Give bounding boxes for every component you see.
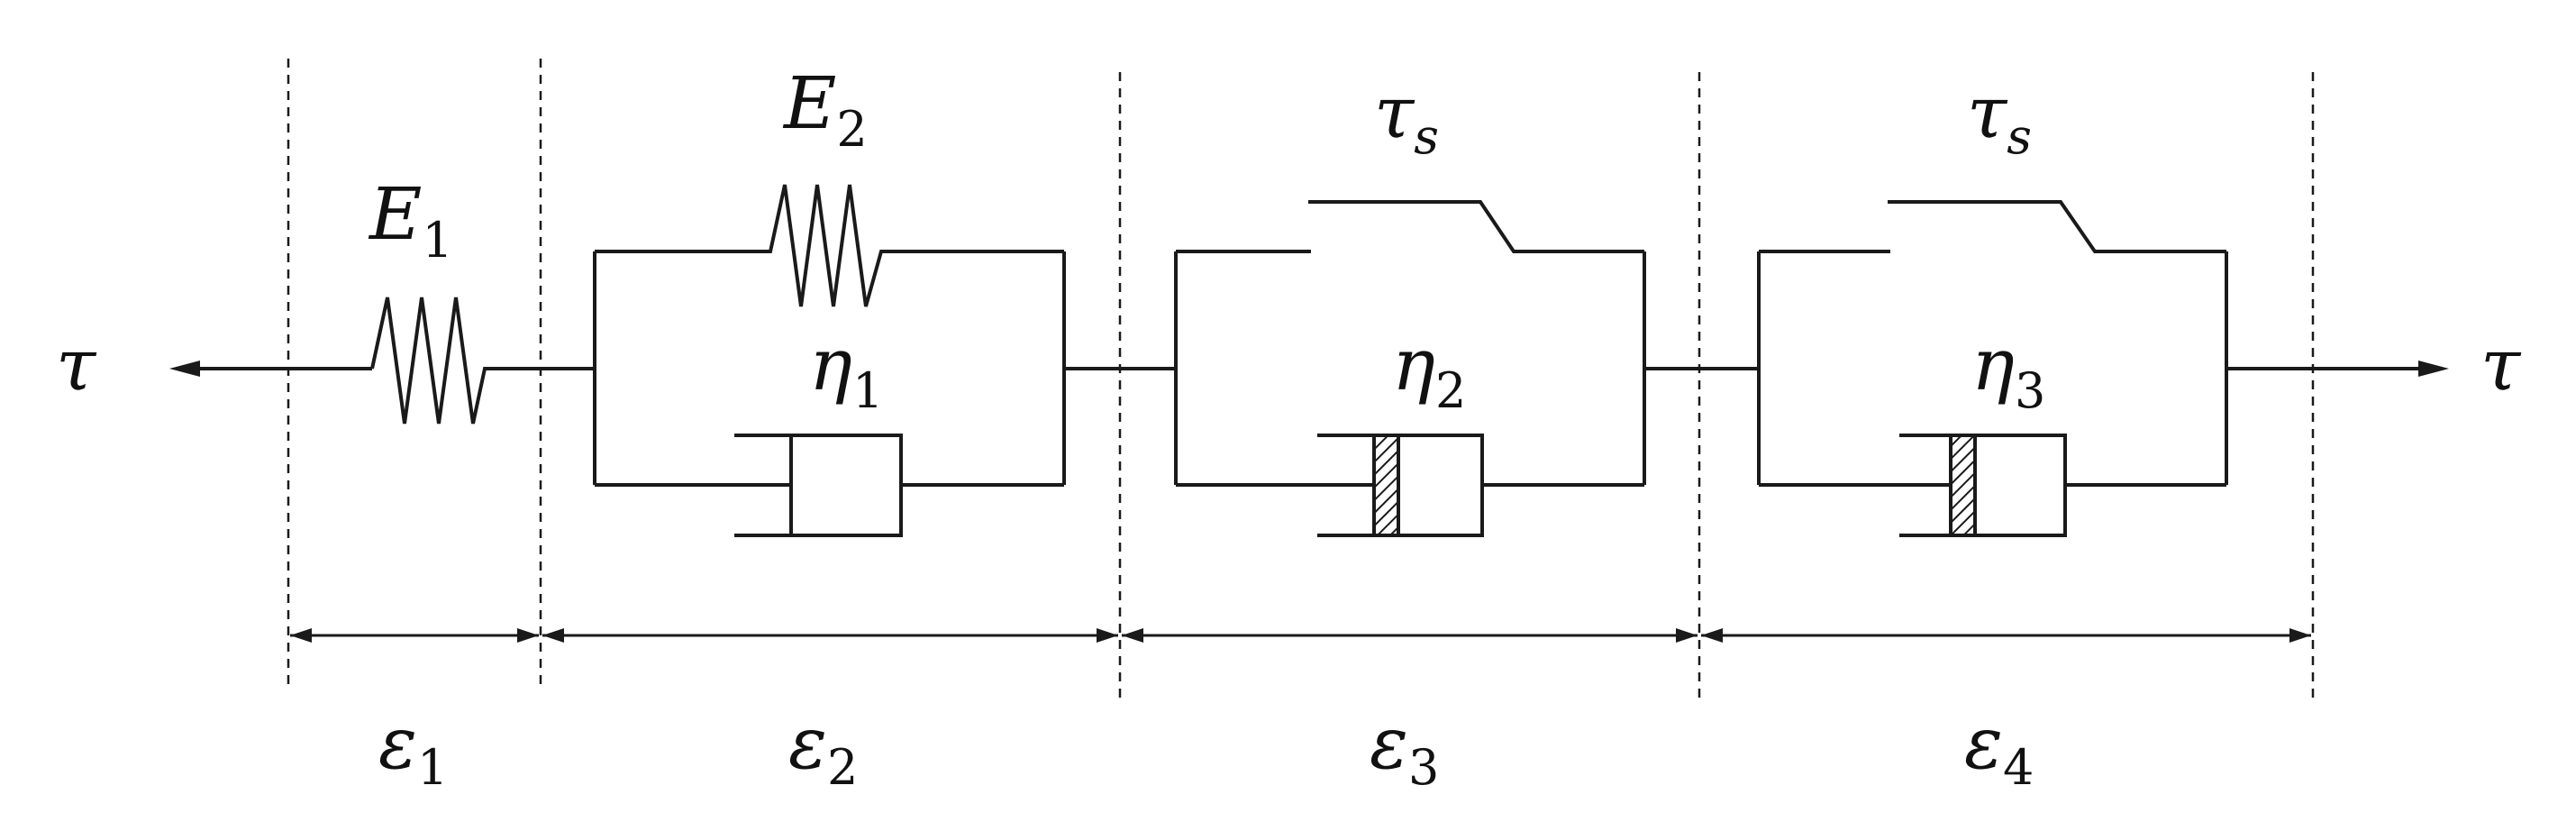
dashpot-eta2-piston [1372, 434, 1400, 537]
dashpot-eta3-piston [1949, 434, 1977, 537]
left-force-arrow [169, 361, 372, 377]
slider-1 [1176, 200, 1644, 253]
right-force-arrow [2226, 361, 2449, 377]
section-dividers [287, 59, 2315, 699]
strain-label-1: ε1 [378, 701, 448, 796]
dashpot-eta3-label: η3 [1971, 323, 2045, 419]
slider-1-label: τs [1374, 70, 1439, 165]
dashpot-eta2-label: η2 [1392, 323, 1466, 419]
strain-arrow-1 [290, 628, 539, 643]
strain-arrow-3 [1122, 628, 1698, 643]
bingham-unit-2 [1757, 200, 2228, 537]
dashpot-eta1-label: η1 [809, 323, 883, 419]
slider-2 [1759, 200, 2226, 253]
strain-dimension-lines [290, 628, 2311, 643]
spring-e1 [370, 297, 595, 425]
strain-label-2: ε2 [788, 701, 858, 796]
strain-label-3: ε3 [1370, 701, 1439, 796]
strain-label-4: ε4 [1964, 701, 2034, 796]
spring-e2-label: E2 [782, 61, 868, 158]
slider-2-label: τs [1967, 70, 2032, 165]
strain-arrow-4 [1701, 628, 2311, 643]
spring-e1-label: E1 [368, 172, 453, 269]
force-label-left: τ [56, 323, 97, 406]
strain-arrow-2 [542, 628, 1118, 643]
force-label-right: τ [2480, 323, 2522, 406]
